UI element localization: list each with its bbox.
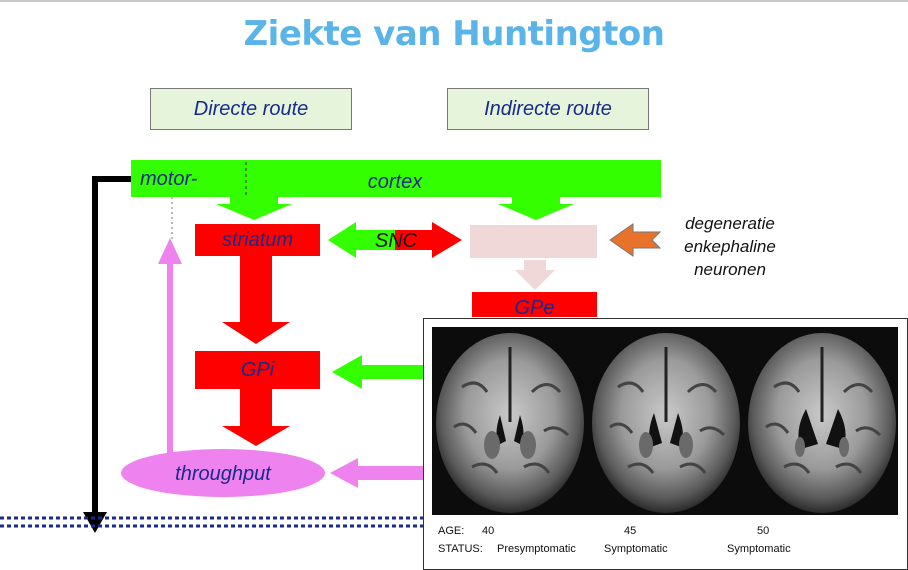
feedback-arrowhead [158,238,182,264]
thalamus-to-throughput-arrow [330,458,426,488]
mri-status-label: STATUS: [438,543,483,555]
annotation-line-3: neuronen [694,260,766,279]
throughput-ellipse [121,449,325,497]
motor-output-arrowhead [83,512,107,533]
annotation-line-1: degeneratie [685,214,775,233]
degeneration-annotation: degeneratie enkephaline neuronen [655,212,805,281]
mri-age-3: 50 [757,525,770,537]
mri-image [432,327,898,515]
cortex-to-indirect-arrow [498,197,574,220]
gpi-box [195,351,320,389]
snc-label: SNC [374,229,418,252]
snc-to-indirect-arrow [395,222,462,258]
stn-to-gpi-arrow [332,355,426,389]
mri-status-1: Presymptomatic [497,543,576,555]
gpe-box [472,292,597,317]
mri-scan-age-45 [592,333,740,513]
motor-output-arrow [92,176,131,515]
mri-status-3: Symptomatic [727,543,791,555]
mri-scan-age-50 [748,333,896,513]
mri-age-1: 40 [482,525,495,537]
direct-route-box: Directe route [150,88,352,130]
gpe-label: GPe [514,297,555,319]
gpi-label: GPi [240,358,275,381]
striatum-box [195,224,320,256]
page-title: Ziekte van Huntington [243,14,665,54]
mri-age-2: 45 [624,525,637,537]
cortex-bar [131,160,661,197]
gpi-to-throughput-arrow [222,389,290,446]
striatum-label: striatum [221,228,294,251]
top-rule [0,0,908,2]
cortex-label: cortex [367,170,423,193]
indirect-striatum-box [470,225,597,258]
striatum-to-gpi-arrow [222,256,290,344]
mri-scan-age-40 [436,333,584,513]
snc-to-striatum-arrow [328,222,398,258]
indirect-route-box: Indirecte route [447,88,649,130]
mri-panel: AGE: STATUS: 40 Presymptomatic 45 Sympto… [423,318,908,570]
cortex-to-striatum-arrow [216,197,292,220]
mri-status-2: Symptomatic [604,543,668,555]
mri-age-label: AGE: [438,525,465,537]
cortex-motor-label: motor- [140,167,198,190]
annotation-line-2: enkephaline [684,237,776,256]
degeneration-arrow [609,223,662,257]
feedback-shaft [167,262,173,454]
throughput-label: throughput [175,462,271,485]
indirect-to-gpe-arrow [515,260,555,290]
